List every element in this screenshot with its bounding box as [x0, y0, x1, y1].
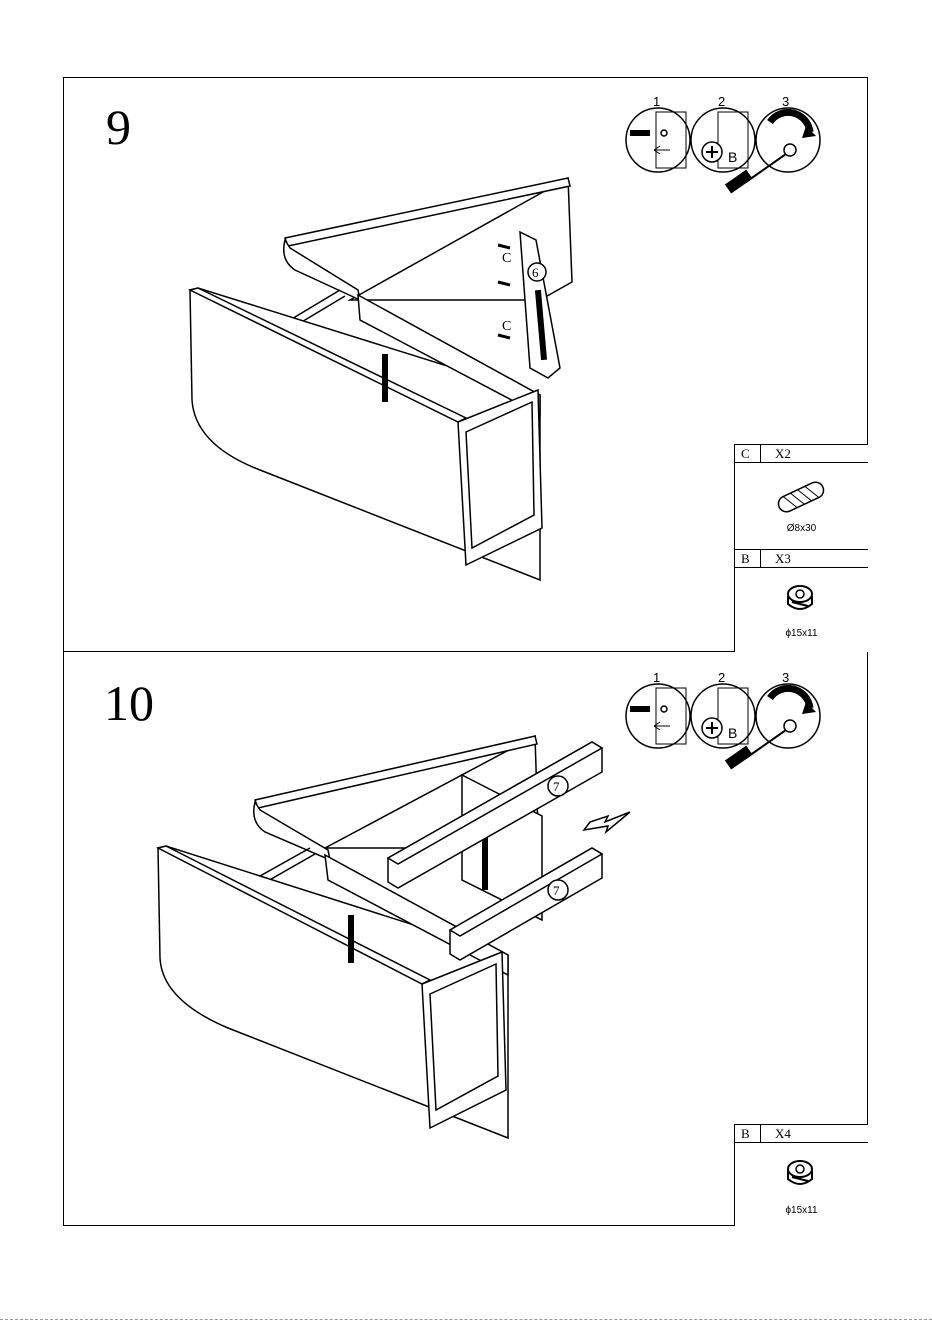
part-header-b: B X3: [735, 550, 868, 568]
part-header-b: B X4: [735, 1125, 868, 1143]
part-quantity: X4: [761, 1125, 791, 1142]
part-body-b: ϕ15x11: [735, 568, 868, 654]
panel-label-6: 6: [532, 265, 539, 280]
step-9-assembly-illustration: 6 C C: [180, 170, 580, 590]
part-body-b: ϕ15x11: [735, 1143, 868, 1227]
cam-lock-procedure-icon: 1 2 3 B: [620, 668, 830, 778]
part-body-c: Ø8x30: [735, 463, 868, 550]
step-10-assembly-illustration: 7 7: [150, 730, 640, 1150]
cam-lock-icon: [783, 1157, 817, 1191]
sub-step-2: 2: [718, 94, 725, 109]
sub-step-3: 3: [782, 94, 789, 109]
part-size: ϕ15x11: [735, 1205, 868, 1216]
insertion-arrow-icon: [584, 812, 630, 832]
screw-letter-b: B: [728, 725, 737, 741]
part-size: ϕ15x11: [735, 628, 868, 639]
cam-lock-icon: [783, 582, 817, 616]
dowel-letter-c-top: C: [502, 251, 511, 266]
sub-step-1: 1: [653, 94, 660, 109]
part-letter: B: [735, 550, 761, 567]
parts-list-step-9: C X2 Ø8x30 B X3 ϕ15x11: [734, 444, 868, 652]
cam-lock-procedure-icon: 1 2 3 B: [620, 92, 830, 202]
screw-letter-b: B: [728, 149, 737, 165]
dowel-letter-c-bottom: C: [502, 319, 511, 334]
parts-list-step-10: B X4 ϕ15x11: [734, 1124, 868, 1226]
part-header-c: C X2: [735, 445, 868, 463]
sub-step-2: 2: [718, 670, 725, 685]
panel-label-7-top: 7: [553, 779, 560, 794]
sub-step-1: 1: [653, 670, 660, 685]
part-quantity: X3: [761, 550, 791, 567]
step-number: 9: [106, 102, 131, 152]
part-letter: B: [735, 1125, 761, 1142]
part-size: Ø8x30: [735, 523, 868, 534]
part-quantity: X2: [761, 445, 791, 462]
part-letter: C: [735, 445, 761, 462]
step-number: 10: [104, 678, 154, 728]
panel-label-7-bottom: 7: [553, 883, 560, 898]
page-edge: [0, 1319, 932, 1320]
sub-step-3: 3: [782, 670, 789, 685]
dowel-icon: [771, 479, 831, 515]
